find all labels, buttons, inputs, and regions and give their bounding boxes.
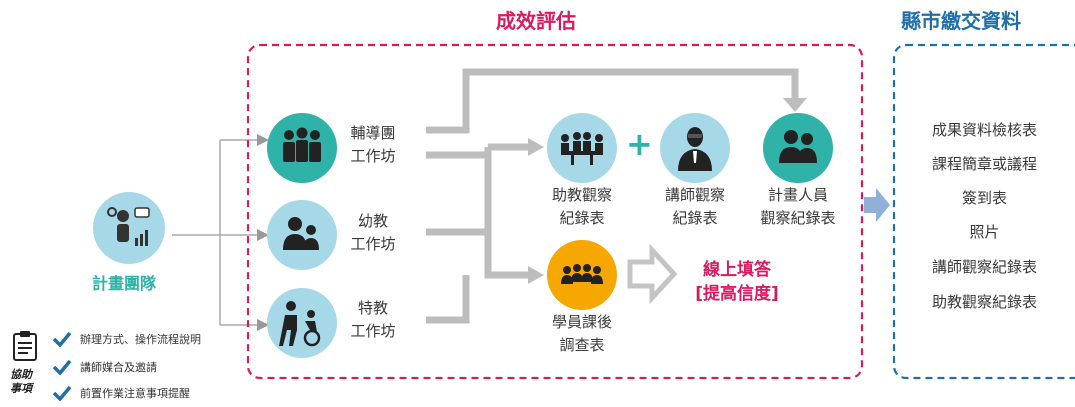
workshop-3-line2: 工作坊 (350, 322, 396, 340)
record-3-line2: 觀察紀錄表 (760, 209, 836, 227)
assist-item-1-text: 辦理方式、操作流程說明 (80, 333, 201, 346)
evaluation-title: 成效評估 (496, 9, 576, 33)
team-label: 計畫團隊 (92, 274, 157, 293)
survey-line1: 學員課後 (551, 313, 612, 331)
assist-item-2-text: 講師媒合及邀請 (80, 361, 157, 374)
record-3-line1: 計畫人員 (767, 186, 828, 204)
submission-item-3: 簽到表 (961, 189, 1007, 207)
record-circle-2 (660, 113, 730, 183)
plus-sign: + (626, 125, 653, 163)
online-line2: [提高信度] (695, 284, 779, 304)
survey-line2: 調查表 (559, 336, 605, 354)
submission-item-5: 講師觀察紀錄表 (931, 258, 1037, 276)
presenter-chart-icon (107, 207, 150, 246)
assist-item-2: 講師媒合及邀請 (52, 359, 157, 375)
assist-item-3: 前置作業注意事項提醒 (52, 385, 190, 401)
submission-item-1: 成果資料檢核表 (931, 121, 1037, 139)
workshop-circle-1 (267, 113, 337, 183)
workshop-circle-3 (267, 288, 337, 358)
lecturer-icon (678, 127, 712, 171)
workshop-circle-2 (267, 200, 337, 270)
assist-label-line2: 事項 (10, 382, 32, 395)
parent-child-icon (283, 217, 319, 250)
workshop-3-line1: 特教 (357, 299, 388, 317)
team-group-icon (283, 127, 321, 162)
record-circle-3 (763, 113, 833, 183)
check-icon (52, 385, 72, 401)
online-line1: 線上填答 (703, 260, 771, 280)
assist-item-3-text: 前置作業注意事項提醒 (80, 387, 190, 400)
workshop-2-line1: 幼教 (357, 212, 388, 230)
record-circle-1 (547, 113, 617, 183)
submission-item-2: 課程簡章或議程 (931, 155, 1037, 173)
assist-item-1: 辦理方式、操作流程說明 (52, 331, 201, 347)
team-circle (93, 192, 165, 264)
record-1-line1: 助教觀察 (551, 186, 612, 204)
workshop-1-line1: 輔導團 (350, 124, 396, 142)
clipboard-icon (13, 331, 37, 361)
wheelchair-assist-icon (279, 301, 321, 347)
workshop-2-line2: 工作坊 (350, 235, 396, 253)
submission-title: 縣市繳交資料 (901, 9, 1021, 33)
staff-pair-icon (779, 130, 817, 163)
check-icon (52, 359, 72, 375)
meeting-table-icon (561, 132, 603, 165)
check-icon (52, 331, 72, 347)
submission-item-4: 照片 (969, 223, 1000, 241)
assist-label-line1: 協助 (10, 368, 32, 381)
submission-item-6: 助教觀察紀錄表 (931, 293, 1037, 311)
audience-icon (561, 264, 603, 284)
record-2-line2: 紀錄表 (672, 209, 718, 227)
survey-circle (547, 240, 617, 310)
record-1-line2: 紀錄表 (559, 209, 605, 227)
workshop-1-line2: 工作坊 (350, 147, 396, 165)
record-2-line1: 講師觀察 (664, 186, 725, 204)
